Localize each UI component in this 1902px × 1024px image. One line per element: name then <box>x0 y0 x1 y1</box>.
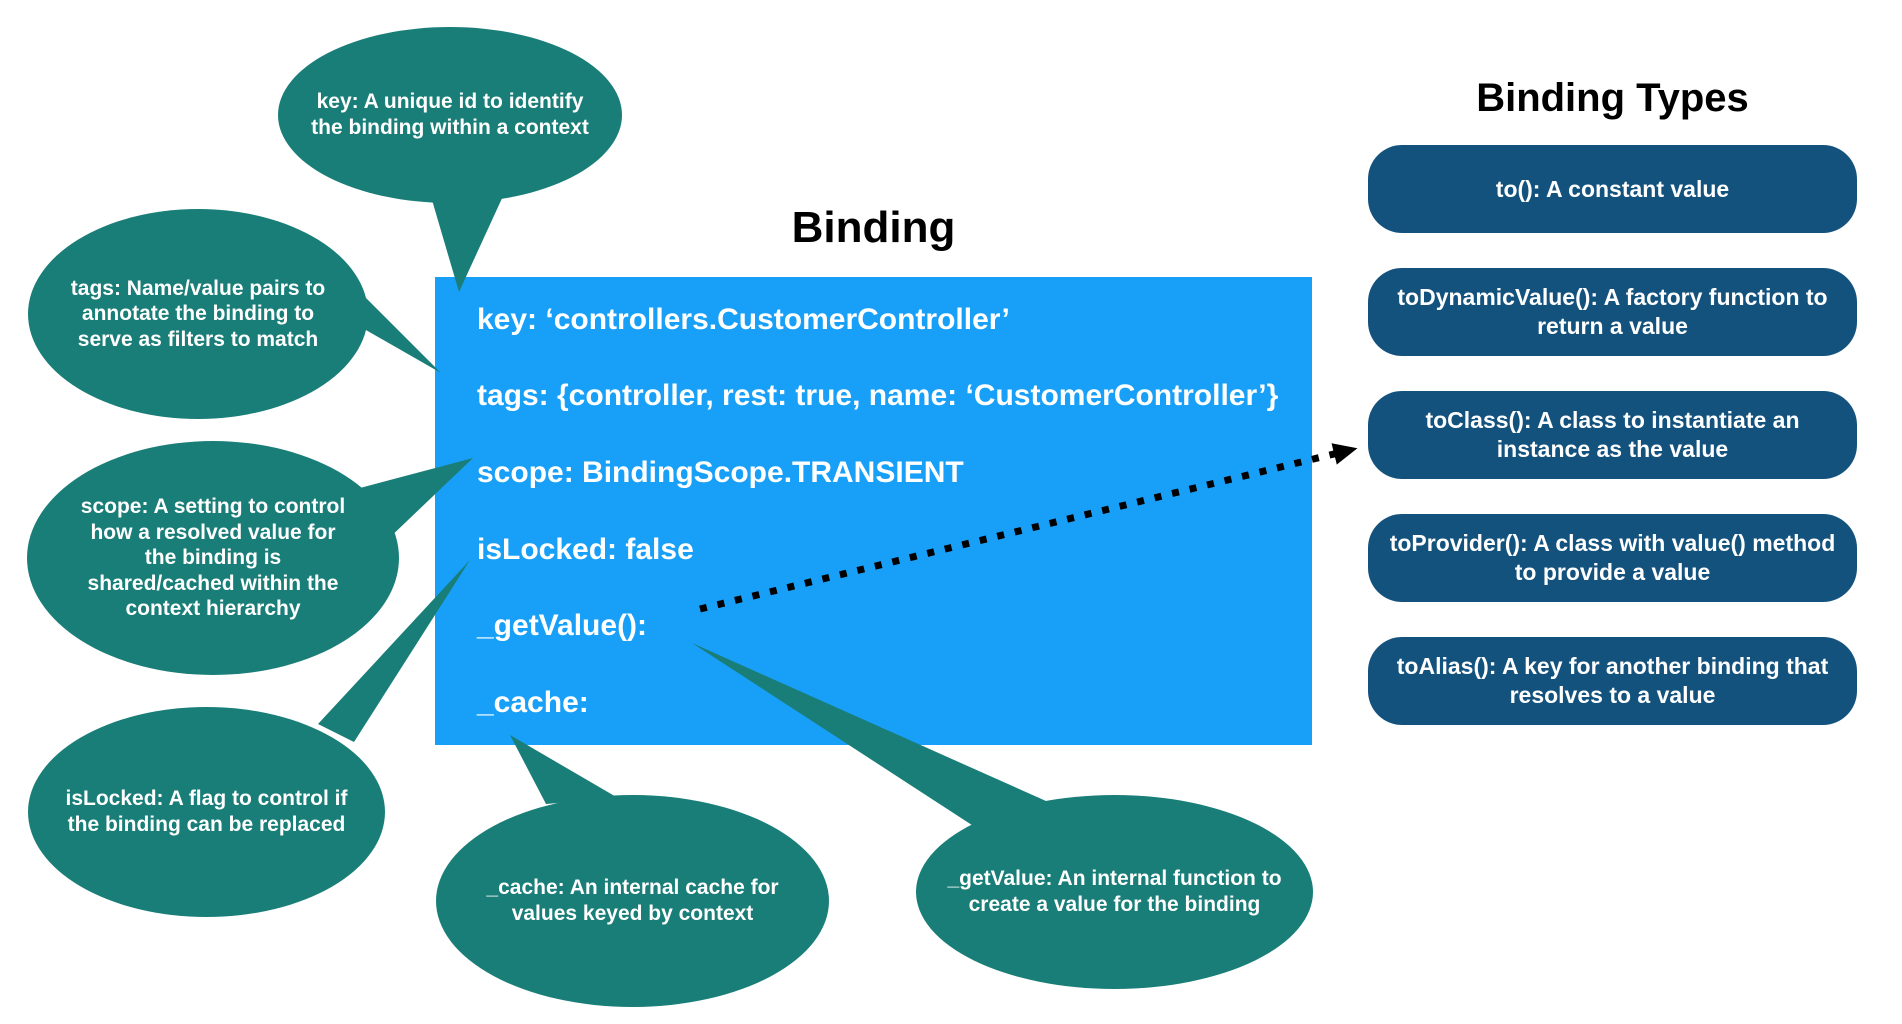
callout-cache-text: _cache: An internal cache for values key… <box>486 876 779 925</box>
callout-getvalue: _getValue: An internal function to creat… <box>916 795 1313 989</box>
type-box-toclass: toClass(): A class to instantiate an ins… <box>1368 391 1857 479</box>
binding-line-cache: _cache: <box>477 686 589 720</box>
type-box-toprovider: toProvider(): A class with value() metho… <box>1368 514 1857 602</box>
binding-types-list: to(): A constant value toDynamicValue():… <box>1368 145 1857 725</box>
callout-scope: scope: A setting to control how a resolv… <box>27 441 399 675</box>
callout-islocked-text: isLocked: A flag to control if the bindi… <box>65 787 348 836</box>
type-box-to: to(): A constant value <box>1368 145 1857 233</box>
callout-scope-text: scope: A setting to control how a resolv… <box>80 494 346 621</box>
callout-key: key: A unique id to identify the binding… <box>278 27 622 203</box>
type-box-toalias: toAlias(): A key for another binding tha… <box>1368 637 1857 725</box>
binding-box: key: ‘controllers.CustomerController’ ta… <box>435 277 1312 745</box>
type-box-todynamicvalue: toDynamicValue(): A factory function to … <box>1368 268 1857 356</box>
binding-types-title: Binding Types <box>1476 76 1749 120</box>
binding-line-getvalue: _getValue(): <box>477 609 648 643</box>
callout-key-text: key: A unique id to identify the binding… <box>311 90 589 139</box>
callout-islocked: isLocked: A flag to control if the bindi… <box>28 707 385 917</box>
binding-line-scope: scope: BindingScope.TRANSIENT <box>477 456 964 490</box>
callout-cache: _cache: An internal cache for values key… <box>436 795 829 1007</box>
binding-title: Binding <box>791 203 956 252</box>
callout-tags-text: tags: Name/value pairs to annotate the b… <box>70 276 326 351</box>
callout-tail-cache <box>510 735 618 804</box>
binding-line-tags: tags: {controller, rest: true, name: ‘Cu… <box>477 379 1279 413</box>
callout-tags: tags: Name/value pairs to annotate the b… <box>28 209 368 419</box>
binding-line-islocked: isLocked: false <box>477 532 694 566</box>
binding-line-key: key: ‘controllers.CustomerController’ <box>477 302 1010 336</box>
callout-getvalue-text: _getValue: An internal function to creat… <box>947 867 1282 916</box>
